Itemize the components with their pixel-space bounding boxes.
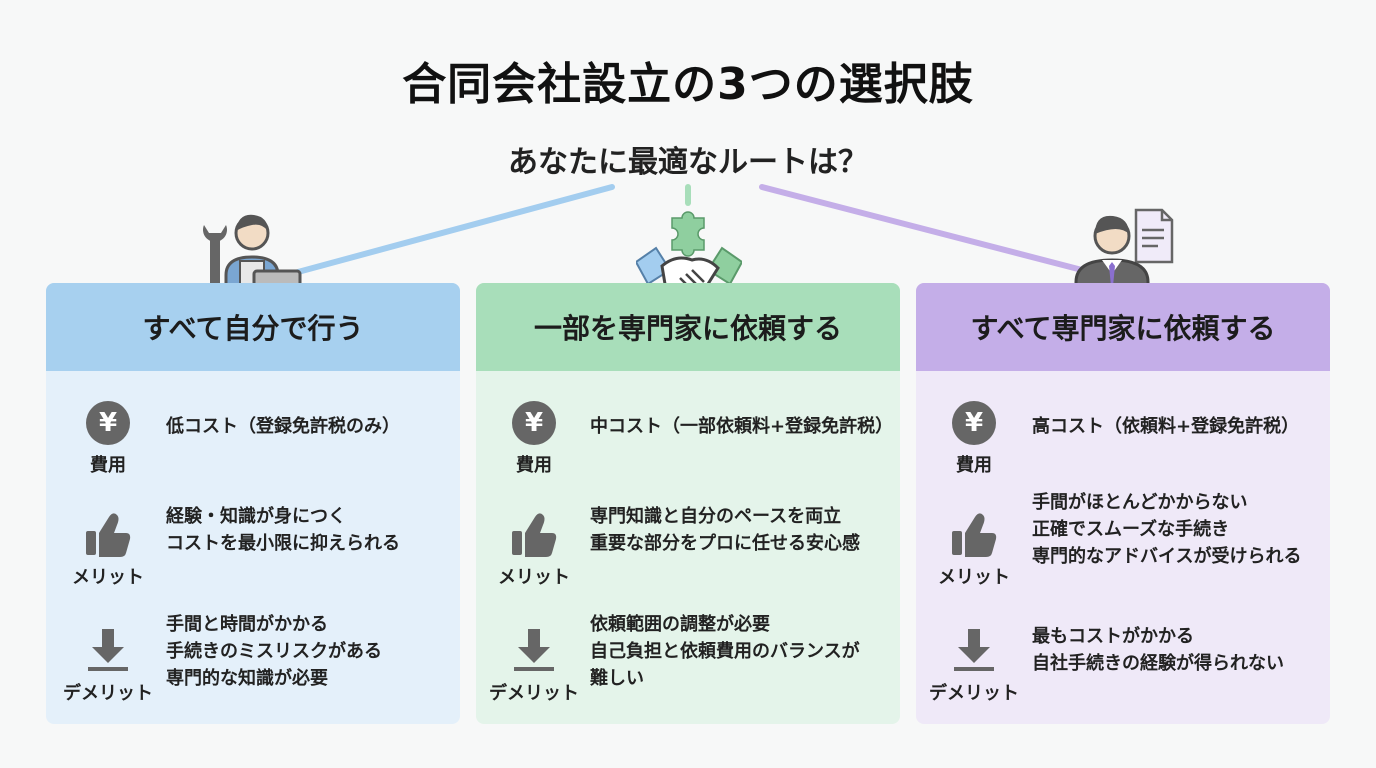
merit-icon-group: メリット	[484, 511, 584, 589]
merit-label: メリット	[498, 567, 570, 588]
demerit-icon-group: デメリット	[924, 627, 1024, 705]
download-arrow-icon	[88, 629, 128, 671]
thumbs-up-icon	[952, 513, 997, 557]
page-subtitle: あなたに最適なルートは？	[508, 145, 868, 180]
cost-label: 費用	[90, 455, 126, 476]
card-fully-outsource: すべて専門家に依頼する ¥ 費用 高コスト（依頼料+登録免許税） メリット 手間…	[916, 283, 1330, 724]
yen-icon: ¥	[86, 401, 130, 445]
thumbs-up-icon	[86, 513, 131, 557]
cost-icon-group: ¥ 費用	[924, 401, 1024, 477]
card-do-it-yourself: すべて自分で行う ¥ 費用 低コスト（登録免許税のみ） メリット 経験・知識が身	[46, 283, 460, 724]
card-header: すべて自分で行う	[46, 283, 460, 371]
demerit-text: 手間と時間がかかる 手続きのミスリスクがある 専門的な知識が必要	[166, 611, 382, 692]
cost-label: 費用	[516, 455, 552, 476]
demerit-text: 依頼範囲の調整が必要 自己負担と依頼費用のバランスが 難しい	[590, 611, 860, 692]
demerit-line: 専門的な知識が必要	[166, 668, 328, 689]
download-arrow-icon	[954, 629, 994, 671]
yen-icon: ¥	[952, 401, 996, 445]
cost-text: 中コスト（一部依頼料+登録免許税）	[590, 413, 893, 440]
card-partially-outsource: 一部を専門家に依頼する ¥ 費用 中コスト（一部依頼料+登録免許税） メリット …	[476, 283, 900, 724]
cost-icon-group: ¥ 費用	[484, 401, 584, 477]
cost-value: 高コスト（依頼料+登録免許税）	[1032, 416, 1300, 437]
demerit-line: 難しい	[590, 668, 644, 689]
merit-text: 専門知識と自分のペースを両立 重要な部分をプロに任せる安心感	[590, 503, 860, 557]
card-body: ¥ 費用 低コスト（登録免許税のみ） メリット 経験・知識が身につく コストを最…	[46, 371, 460, 724]
card-title: すべて専門家に依頼する	[970, 312, 1276, 345]
cost-text: 高コスト（依頼料+登録免許税）	[1032, 413, 1299, 440]
demerit-line: 自己負担と依頼費用のバランスが	[590, 641, 860, 662]
demerit-line: 依頼範囲の調整が必要	[590, 614, 770, 635]
cost-value: 中コスト（一部依頼料+登録免許税）	[590, 416, 894, 437]
merit-line: 専門的なアドバイスが受けられる	[1032, 546, 1302, 567]
merit-icon-group: メリット	[58, 511, 158, 589]
download-arrow-icon	[514, 629, 554, 671]
demerit-line: 手間と時間がかかる	[166, 614, 328, 635]
merit-line: コストを最小限に抑えられる	[166, 533, 400, 554]
merit-text: 経験・知識が身につく コストを最小限に抑えられる	[166, 503, 400, 557]
connector-line-right	[759, 184, 1085, 273]
card-title: 一部を専門家に依頼する	[533, 312, 842, 345]
merit-text: 手間がほとんどかからない 正確でスムーズな手続き 専門的なアドバイスが受けられる	[1032, 489, 1301, 570]
merit-icon-group: メリット	[924, 511, 1024, 589]
card-header: すべて専門家に依頼する	[916, 283, 1330, 371]
demerit-line: 最もコストがかかる	[1032, 626, 1194, 647]
demerit-icon-group: デメリット	[58, 627, 158, 705]
card-title: すべて自分で行う	[142, 312, 364, 345]
merit-line: 正確でスムーズな手続き	[1032, 519, 1230, 540]
demerit-line: 自社手続きの経験が得られない	[1032, 653, 1284, 674]
page-title: 合同会社設立の3つの選択肢	[402, 59, 974, 110]
merit-label: メリット	[72, 567, 144, 588]
cost-value: 低コスト（登録免許税のみ）	[166, 416, 400, 437]
thumbs-up-icon	[512, 513, 557, 557]
connector-line-left	[295, 184, 615, 275]
card-body: ¥ 費用 高コスト（依頼料+登録免許税） メリット 手間がほとんどかからない 正…	[916, 371, 1330, 724]
yen-icon: ¥	[512, 401, 556, 445]
merit-line: 重要な部分をプロに任せる安心感	[590, 533, 860, 554]
cost-text: 低コスト（登録免許税のみ）	[166, 413, 400, 440]
demerit-icon-group: デメリット	[484, 627, 584, 705]
cost-label: 費用	[956, 455, 992, 476]
demerit-label: デメリット	[489, 683, 579, 704]
merit-line: 経験・知識が身につく	[166, 506, 346, 527]
merit-line: 手間がほとんどかからない	[1032, 492, 1248, 513]
cost-icon-group: ¥ 費用	[58, 401, 158, 477]
demerit-label: デメリット	[929, 683, 1019, 704]
merit-line: 専門知識と自分のペースを両立	[590, 506, 842, 527]
demerit-line: 手続きのミスリスクがある	[166, 641, 382, 662]
merit-label: メリット	[938, 567, 1010, 588]
demerit-label: デメリット	[63, 683, 153, 704]
card-body: ¥ 費用 中コスト（一部依頼料+登録免許税） メリット 専門知識と自分のペースを…	[476, 371, 900, 724]
card-header: 一部を専門家に依頼する	[476, 283, 900, 371]
demerit-text: 最もコストがかかる 自社手続きの経験が得られない	[1032, 623, 1284, 677]
